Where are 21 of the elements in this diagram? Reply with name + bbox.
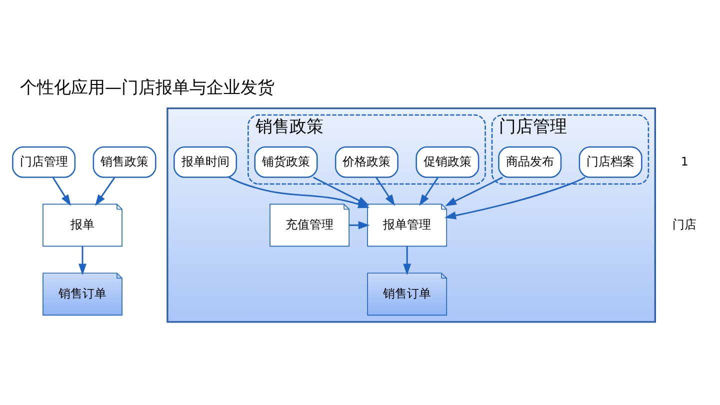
label: 1 <box>680 154 688 168</box>
node-box: 商品发布 <box>498 146 562 178</box>
arrow <box>444 176 503 206</box>
arrow <box>444 176 586 220</box>
node-box: 销售政策 <box>92 146 156 178</box>
node-box: 门店管理 <box>12 146 76 178</box>
arrow <box>78 246 87 276</box>
arrow <box>376 177 396 206</box>
node-box: 门店档案 <box>578 146 642 178</box>
arrow <box>349 221 370 230</box>
arrow <box>52 177 71 206</box>
diagram-title: 个性化应用—门店报单与企业发货 <box>20 77 275 98</box>
node-box: 促销政策 <box>416 146 480 178</box>
arrow <box>403 246 412 276</box>
label: 门店 <box>672 217 697 232</box>
node-box: 价格政策 <box>334 146 398 178</box>
arrow <box>95 177 116 206</box>
cluster <box>166 107 656 323</box>
node-box: 铺货政策 <box>254 146 318 178</box>
node-box: 报单时间 <box>174 146 238 178</box>
arrow <box>419 177 439 206</box>
